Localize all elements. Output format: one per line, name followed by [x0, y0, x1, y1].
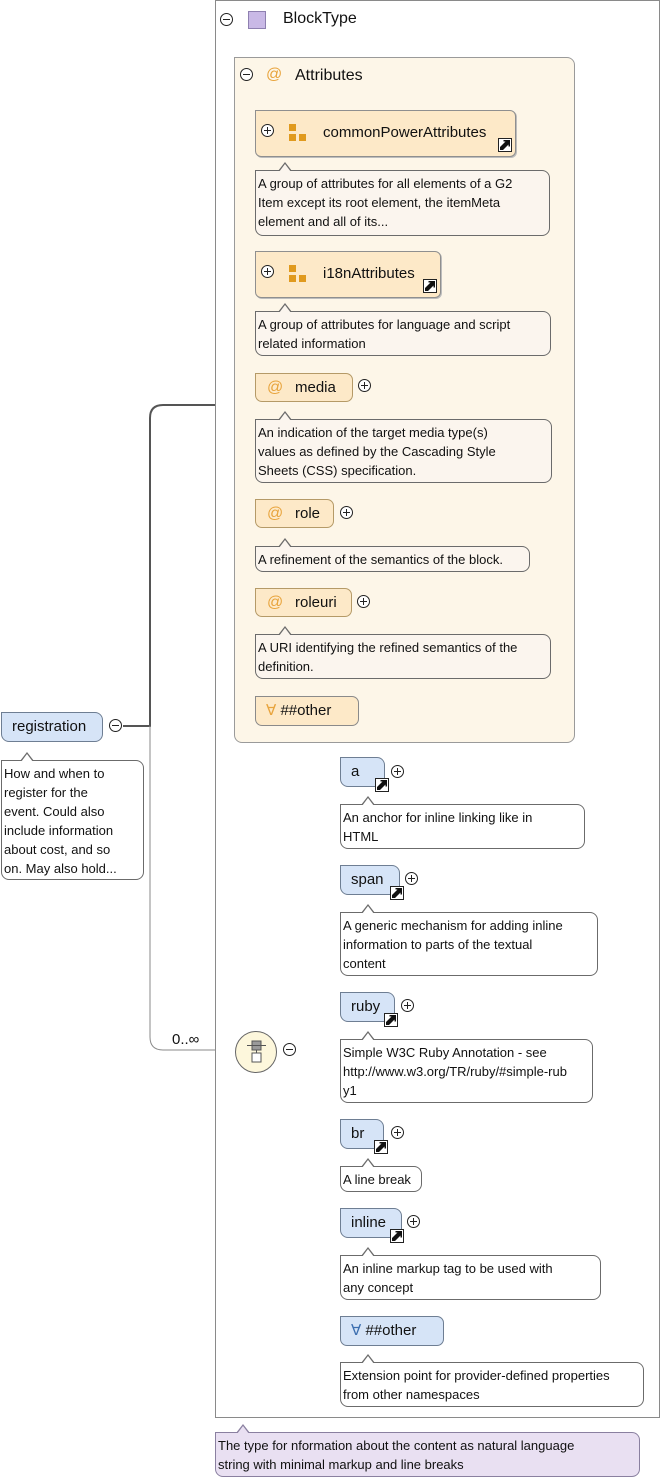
attributes-title: Attributes — [295, 67, 363, 84]
attribute-description: A URI identifying the refined semantics … — [255, 626, 551, 679]
element-name: ruby — [351, 998, 381, 1015]
role-expand-icon[interactable] — [340, 506, 353, 519]
expand-icon[interactable] — [261, 124, 274, 137]
expand-icon[interactable] — [401, 999, 414, 1012]
reference-arrow-icon[interactable] — [384, 1013, 398, 1027]
expand-icon[interactable] — [407, 1215, 420, 1228]
reference-arrow-icon[interactable] — [375, 778, 389, 792]
expand-icon[interactable] — [391, 1126, 404, 1139]
element-name: br — [351, 1125, 365, 1142]
attribute-description: An indication of the target media type(s… — [255, 411, 552, 483]
attribute-group-name: i18nAttributes — [323, 265, 415, 282]
attribute-group-common-power[interactable]: commonPowerAttributes — [255, 110, 516, 157]
element-name: a — [351, 763, 360, 780]
attribute-at-icon: @ — [267, 379, 284, 396]
sequence-collapse-icon[interactable] — [283, 1043, 296, 1056]
element-description: A generic mechanism for adding inline in… — [340, 904, 598, 976]
type-description: The type for nformation about the conten… — [215, 1424, 640, 1477]
sequence-cardinality: 0..∞ — [172, 1031, 200, 1048]
attribute-group-description: A group of attributes for all elements o… — [255, 162, 550, 236]
registration-description: How and when to register for the event. … — [1, 752, 144, 880]
any-element-label: ##other — [365, 1322, 417, 1339]
child-element-br[interactable]: br — [340, 1119, 388, 1154]
sequence-compositor[interactable] — [235, 1031, 277, 1073]
element-description: An inline markup tag to be used with any… — [340, 1247, 601, 1300]
media-expand-icon[interactable] — [358, 379, 371, 392]
element-description: An anchor for inline linking like in HTM… — [340, 796, 585, 849]
registration-collapse-icon[interactable] — [109, 719, 122, 732]
attribute-at-icon: @ — [266, 66, 283, 83]
sequence-icon — [247, 1040, 266, 1063]
attribute-description: A refinement of the semantics of the blo… — [255, 538, 530, 572]
expand-icon[interactable] — [261, 265, 274, 278]
block-type-title: BlockType — [283, 10, 357, 27]
any-element-description: Extension point for provider-defined pro… — [340, 1354, 644, 1407]
element-description: Simple W3C Ruby Annotation - see http://… — [340, 1031, 593, 1103]
any-attribute-icon: ∀ — [266, 702, 277, 719]
reference-arrow-icon[interactable] — [423, 279, 437, 293]
attribute-roleuri[interactable]: @ roleuri — [255, 588, 352, 617]
reference-arrow-icon[interactable] — [374, 1140, 388, 1154]
reference-arrow-icon[interactable] — [390, 886, 404, 900]
attribute-group-icon — [289, 124, 309, 144]
attribute-media[interactable]: @ media — [255, 373, 353, 402]
element-name: span — [351, 871, 384, 888]
any-attribute[interactable]: ∀ ##other — [255, 696, 359, 726]
reference-arrow-icon[interactable] — [498, 138, 512, 152]
child-element-span[interactable]: span — [340, 865, 404, 900]
expand-icon[interactable] — [405, 872, 418, 885]
attribute-group-i18n[interactable]: i18nAttributes — [255, 251, 441, 298]
attribute-name: roleuri — [295, 594, 337, 611]
roleuri-expand-icon[interactable] — [357, 595, 370, 608]
reference-arrow-icon[interactable] — [390, 1229, 404, 1243]
attribute-group-icon — [289, 265, 309, 285]
attribute-group-name: commonPowerAttributes — [323, 124, 487, 141]
attribute-name: media — [295, 379, 336, 396]
attribute-name: role — [295, 505, 321, 522]
element-name: inline — [351, 1214, 387, 1231]
block-type-collapse-icon[interactable] — [220, 13, 233, 26]
any-element-icon: ∀ — [351, 1322, 362, 1339]
attribute-at-icon: @ — [267, 594, 284, 611]
registration-element[interactable]: registration — [1, 712, 103, 742]
expand-icon[interactable] — [391, 765, 404, 778]
complex-type-icon — [248, 11, 266, 29]
attributes-collapse-icon[interactable] — [240, 68, 253, 81]
element-name: registration — [12, 718, 87, 735]
attribute-group-description: A group of attributes for language and s… — [255, 303, 551, 356]
child-element-a[interactable]: a — [340, 757, 389, 792]
any-attribute-label: ##other — [280, 702, 332, 719]
element-description: A line break — [340, 1158, 422, 1192]
any-element[interactable]: ∀ ##other — [340, 1316, 444, 1346]
attribute-role[interactable]: @ role — [255, 499, 334, 528]
child-element-inline[interactable]: inline — [340, 1208, 404, 1243]
attribute-at-icon: @ — [267, 505, 284, 522]
child-element-ruby[interactable]: ruby — [340, 992, 398, 1027]
